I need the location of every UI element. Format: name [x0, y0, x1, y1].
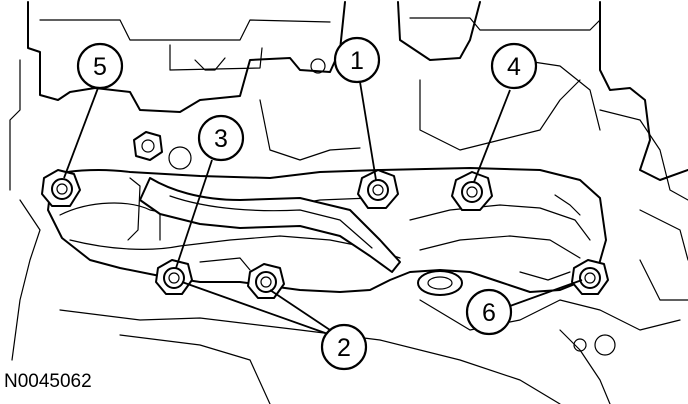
callout-4-label: 4 — [507, 53, 521, 81]
heat-shield-tube — [139, 177, 401, 273]
leader-6 — [509, 279, 583, 307]
callout-4: 4 — [490, 42, 538, 90]
bolt-4 — [451, 171, 493, 211]
leader-4 — [473, 89, 511, 183]
callout-2: 2 — [320, 323, 368, 371]
upper-stud — [133, 131, 163, 161]
cylinder-head-outline — [9, 1, 688, 404]
bolt-1 — [357, 169, 399, 209]
callout-6: 6 — [465, 288, 513, 336]
callout-1-label: 1 — [350, 47, 364, 75]
leader-5 — [63, 87, 99, 179]
leader-1 — [359, 81, 377, 181]
leader-2b — [269, 289, 331, 331]
callout-3-label: 3 — [214, 125, 228, 153]
callout-1: 1 — [333, 36, 381, 84]
callout-5: 5 — [76, 42, 124, 90]
bolt-2 — [247, 263, 285, 299]
callout-5-label: 5 — [93, 53, 107, 81]
leader-3 — [175, 159, 213, 269]
leader-lines — [63, 81, 583, 335]
callout-3: 3 — [197, 114, 245, 162]
bolt-3 — [155, 259, 193, 295]
bolt-5 — [41, 169, 81, 207]
figure-id: N0045062 — [4, 371, 92, 392]
callout-2-label: 2 — [337, 334, 351, 362]
callout-6-label: 6 — [482, 299, 496, 327]
bolt-6 — [571, 259, 609, 295]
leader-2a — [181, 281, 329, 335]
